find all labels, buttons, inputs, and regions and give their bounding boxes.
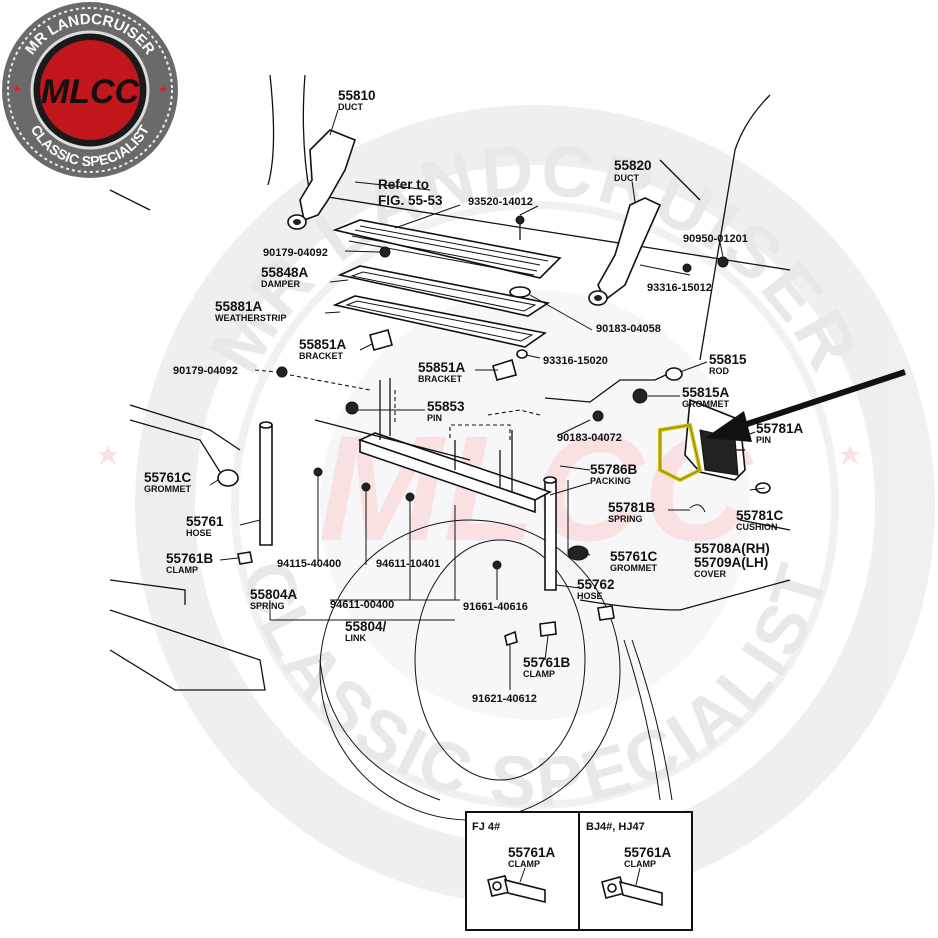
label-94115: 94115-40400	[277, 558, 341, 570]
label-55781B: 55781B	[608, 500, 656, 515]
label-55781A-name: PIN	[756, 435, 771, 445]
inset-right-part: 55761A	[624, 845, 672, 860]
label-55762-name: HOSE	[577, 591, 603, 601]
watermark: MR LANDCRUISER CLASSIC SPECIALIST MLCC	[98, 105, 935, 905]
inset-right-title: BJ4#, HJ47	[586, 821, 645, 833]
label-55761C-a-name: GROMMET	[144, 484, 191, 494]
label-93316-b: 93316-15020	[543, 355, 608, 367]
clamp-fj4-drawing	[487, 867, 546, 904]
label-55851A-b-name: BRACKET	[418, 374, 463, 384]
label-55781A: 55781A	[756, 421, 804, 436]
vent-grille	[332, 219, 562, 279]
label-55851A-a: 55851A	[299, 337, 347, 352]
label-55851A-b: 55851A	[418, 360, 466, 375]
label-90950: 90950-01201	[683, 233, 748, 245]
label-55761C-b-name: GROMMET	[610, 563, 657, 573]
leader-lines	[209, 109, 766, 690]
label-55881A-name: WEATHERSTRIP	[215, 313, 286, 323]
label-90179-b: 90179-04092	[173, 365, 238, 377]
label-55815A: 55815A	[682, 385, 730, 400]
clamp-bj4-drawing	[601, 867, 663, 907]
logo-mark: MLCC	[41, 73, 140, 111]
body-outline	[109, 74, 791, 801]
label-93520: 93520-14012	[468, 196, 533, 208]
label-55781C: 55781C	[736, 508, 784, 523]
label-55848A-name: DAMPER	[261, 279, 301, 289]
label-90183-b: 90183-04072	[557, 432, 622, 444]
label-55804-name: LINK	[345, 633, 366, 643]
label-55761C-a: 55761C	[144, 470, 192, 485]
callout-arrow	[705, 369, 906, 442]
label-90179-a: 90179-04092	[263, 247, 328, 259]
label-55761B-b-name: CLAMP	[523, 669, 555, 679]
inset-right-name: CLAMP	[624, 859, 656, 869]
label-55762: 55762	[577, 577, 615, 592]
label-55709A: 55709A(LH)	[694, 555, 768, 570]
part-labels: 55810 DUCT Refer to FIG. 55-53 93520-140…	[144, 88, 804, 705]
inset-left-name: CLAMP	[508, 859, 540, 869]
label-55815: 55815	[709, 352, 747, 367]
hose-55761	[259, 421, 273, 546]
label-55881A: 55881A	[215, 299, 263, 314]
duct-55820	[588, 197, 662, 306]
label-55761B-a: 55761B	[166, 551, 214, 566]
inset-left-part: 55761A	[508, 845, 556, 860]
label-91621: 91621-40612	[472, 693, 537, 705]
label-55820: 55820	[614, 158, 652, 173]
label-91661: 91661-40616	[463, 601, 528, 613]
label-90183-a: 90183-04058	[596, 323, 661, 335]
label-55781C-name: CUSHION	[736, 522, 778, 532]
weatherstrip	[332, 295, 548, 348]
label-55708A-name: COVER	[694, 569, 727, 579]
label-55815-name: ROD	[709, 366, 730, 376]
duct-55810	[287, 129, 356, 230]
cover-55708A	[658, 398, 746, 513]
variant-inset: FJ 4# BJ4#, HJ47 55761A CLAMP 55761A CLA…	[465, 811, 693, 931]
label-93316-a: 93316-15012	[647, 282, 712, 294]
label-refer-1: Refer to	[378, 177, 429, 192]
label-55810-name: DUCT	[338, 102, 363, 112]
inset-left-title: FJ 4#	[472, 821, 500, 833]
label-55810: 55810	[338, 88, 376, 103]
label-55761: 55761	[186, 514, 224, 529]
label-55786B: 55786B	[590, 462, 638, 477]
label-refer-2: FIG. 55-53	[378, 193, 443, 208]
label-55708A: 55708A(RH)	[694, 541, 770, 556]
label-55761C-b: 55761C	[610, 549, 658, 564]
label-55804A-name: SPRING	[250, 601, 285, 611]
label-55804A: 55804A	[250, 587, 298, 602]
mlcc-logo: MR LANDCRUISER CLASSIC SPECIALIST MLCC	[2, 2, 178, 178]
label-55853-name: PIN	[427, 413, 442, 423]
label-94611-a: 94611-10401	[376, 558, 440, 570]
label-55761-name: HOSE	[186, 528, 212, 538]
label-55848A: 55848A	[261, 265, 309, 280]
damper	[337, 265, 551, 317]
label-94611-b: 94611-00400	[330, 599, 394, 611]
label-55781B-name: SPRING	[608, 514, 643, 524]
link-frame	[314, 378, 553, 514]
label-55853: 55853	[427, 399, 465, 414]
hose-55762	[543, 476, 557, 591]
label-55851A-a-name: BRACKET	[299, 351, 344, 361]
label-55820-name: DUCT	[614, 173, 639, 183]
label-55815A-name: GROMMET	[682, 399, 729, 409]
label-55786B-name: PACKING	[590, 476, 631, 486]
rod-55815	[544, 367, 683, 403]
label-55761B-a-name: CLAMP	[166, 565, 198, 575]
label-55761B-b: 55761B	[523, 655, 571, 670]
label-55804: 55804/	[345, 619, 387, 634]
